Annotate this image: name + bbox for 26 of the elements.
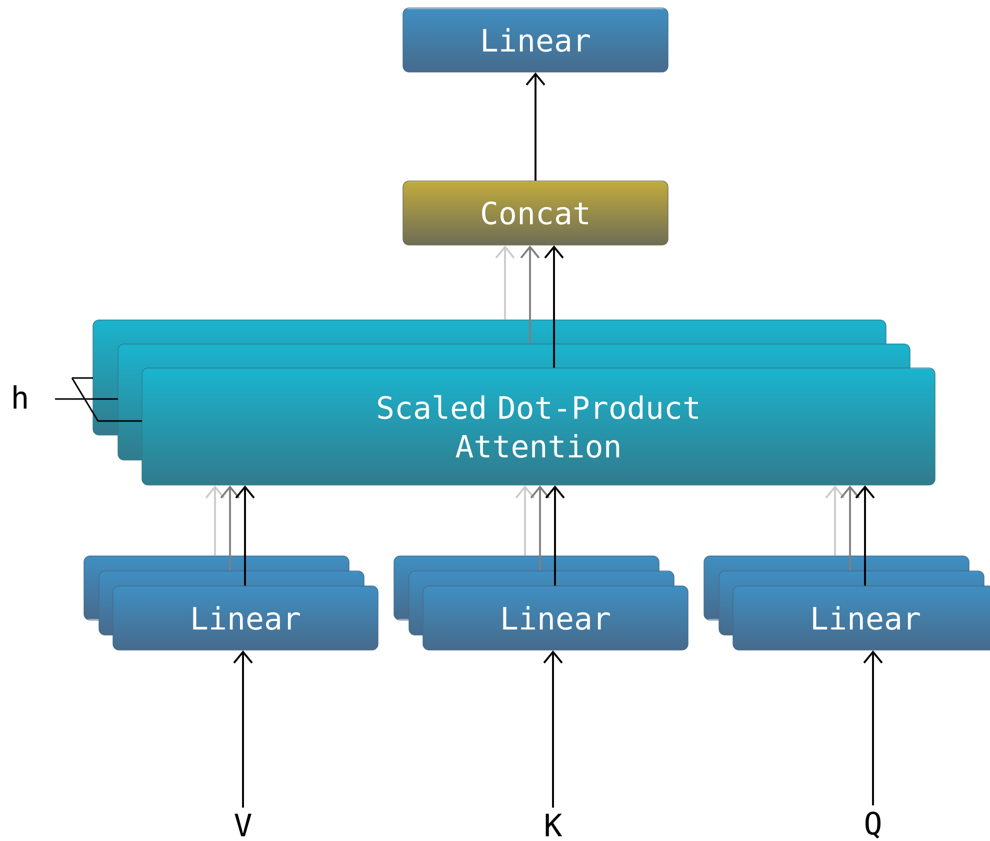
linear-stack: Linear (394, 556, 688, 650)
input-label: V (234, 814, 252, 836)
arrow (825, 485, 845, 556)
concat-box: Concat (402, 180, 668, 246)
arrow (840, 485, 860, 571)
arrow (855, 485, 875, 586)
linear-stack: Linear (704, 556, 990, 650)
linear-box: Linear (402, 8, 668, 72)
arrow (520, 245, 540, 344)
arrow (543, 650, 563, 808)
arrow (235, 485, 255, 586)
arrow (205, 485, 225, 556)
arrow (863, 650, 883, 806)
arrow (515, 485, 535, 556)
attention-stack: Scaled Dot-Product Attention (92, 320, 936, 486)
arrow (220, 485, 240, 571)
input-label: K (546, 814, 562, 836)
arrow (530, 485, 550, 571)
arrow (233, 650, 253, 808)
linear-stack: Linear (84, 556, 378, 650)
head-count-label: h (14, 385, 27, 409)
arrow (544, 245, 564, 368)
arrow (495, 245, 515, 320)
input-label: Q (866, 812, 880, 838)
arrow (545, 485, 565, 586)
arrow (526, 72, 546, 181)
